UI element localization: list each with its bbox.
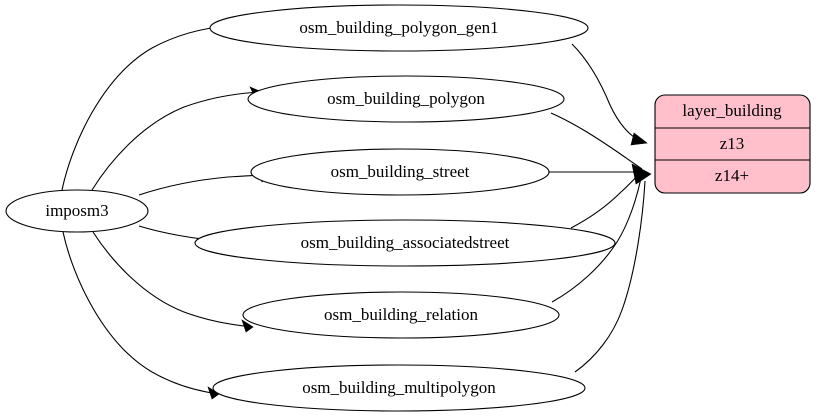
node-osm_building_associatedstreet-shape[interactable] (194, 219, 616, 267)
node-imposm3[interactable]: imposm3 (5, 189, 149, 233)
layer_building-box[interactable] (654, 94, 811, 194)
edge-group-tables-to-layer (549, 43, 652, 373)
node-osm_building_associatedstreet[interactable]: osm_building_associatedstreet (194, 219, 616, 267)
edge-imposm3-to-osm_building_relation (92, 231, 254, 333)
node-osm_building_polygon-shape[interactable] (247, 75, 565, 123)
edge-imposm3-to-osm_building_street (138, 169, 271, 196)
node-osm_building_associatedstreet-label: osm_building_associatedstreet (301, 233, 510, 252)
node-osm_building_multipolygon-shape[interactable] (212, 364, 586, 412)
layer_building-row-title: layer_building (682, 101, 782, 120)
node-osm_building_street-shape[interactable] (250, 148, 550, 196)
arrow-head-z14plus (631, 163, 652, 185)
edge-imposm3-to-osm_building_polygon (91, 86, 263, 191)
node-osm_building_polygon-label: osm_building_polygon (327, 89, 485, 108)
node-osm_building_polygon_gen1-label: osm_building_polygon_gen1 (299, 18, 498, 37)
edge-osm_building_polygon-to-layer_building-z14plus (550, 112, 643, 170)
node-osm_building_relation-label: osm_building_relation (324, 305, 478, 324)
edge-imposm3-to-osm_building_polygon_gen1 (61, 22, 229, 191)
edge-osm_building_relation-to-layer_building-z14plus (551, 177, 642, 303)
layer_building-row-z13: z13 (720, 134, 745, 153)
edge-osm_building_polygon_gen1-to-layer_building-z13 (571, 43, 648, 146)
node-osm_building_polygon_gen1-shape[interactable] (209, 4, 589, 52)
node-osm_building_street[interactable]: osm_building_street (250, 148, 550, 196)
node-osm_building_multipolygon-label: osm_building_multipolygon (302, 378, 496, 397)
node-osm_building_multipolygon[interactable]: osm_building_multipolygon (212, 364, 586, 412)
node-imposm3-shape[interactable] (5, 189, 149, 233)
node-imposm3-label: imposm3 (45, 201, 108, 220)
node-osm_building_polygon[interactable]: osm_building_polygon (247, 75, 565, 123)
node-osm_building_relation[interactable]: osm_building_relation (242, 291, 560, 339)
node-osm_building_polygon_gen1[interactable]: osm_building_polygon_gen1 (209, 4, 589, 52)
layer_building-row-z14plus: z14+ (715, 166, 749, 185)
node-layer_building[interactable]: layer_building z13 z14+ (654, 94, 811, 194)
edge-osm_building_multipolygon-to-layer_building-z14plus (574, 180, 646, 373)
node-osm_building_street-label: osm_building_street (331, 162, 470, 181)
edge-osm_building_associatedstreet-to-layer_building-z14plus (570, 172, 641, 229)
node-osm_building_relation-shape[interactable] (242, 291, 560, 339)
